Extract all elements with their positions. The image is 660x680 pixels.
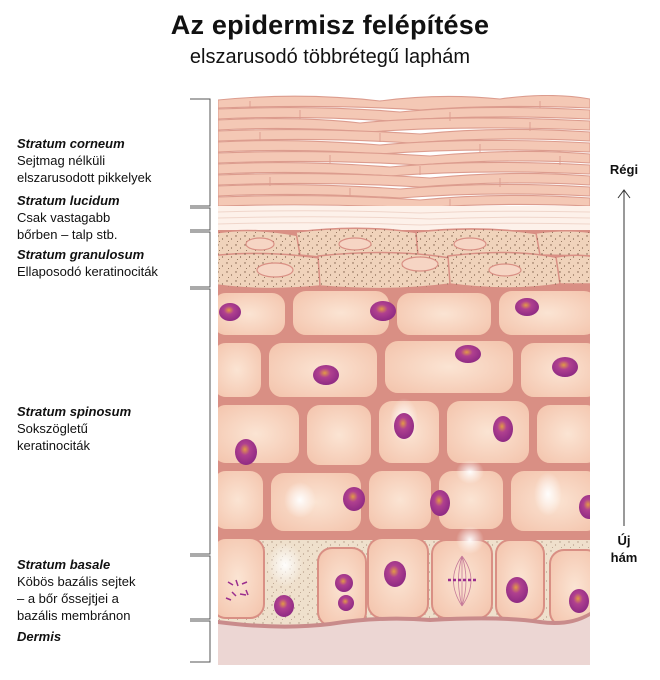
arrow-label-new-line2: hám — [610, 550, 638, 565]
label-stratum-spinosum: Stratum spinosum Sokszögletű keratinocit… — [17, 404, 132, 453]
label-dermis: Dermis — [17, 629, 62, 644]
arrow-label-new-line1: Új — [617, 533, 631, 548]
page-title: Az epidermisz felépítése — [170, 10, 490, 40]
label-stratum-lucidum: Stratum lucidum Csak vastagabb bőrben – … — [17, 193, 120, 242]
page-subtitle: elszarusodó többrétegű laphám — [189, 46, 471, 68]
arrow-label-new: Új hám — [604, 532, 644, 566]
stratum-lucidum-layer — [218, 206, 590, 232]
stratum-granulosum-layer — [218, 227, 590, 290]
nuclei — [219, 298, 590, 617]
stratum-corneum-layer — [218, 95, 590, 209]
stratum-spinosum-layer — [218, 289, 590, 533]
arrow-label-old: Régi — [609, 162, 639, 177]
label-stratum-basale: Stratum basale Köbös bazális sejtek – a … — [17, 557, 136, 623]
mitotic-spindle — [448, 555, 476, 607]
label-stratum-granulosum: Stratum granulosum Ellaposodó keratinoci… — [17, 247, 158, 279]
dermis-layer — [218, 640, 590, 665]
label-stratum-corneum: Stratum corneum Sejtmag nélküli elszarus… — [17, 136, 152, 185]
mitosis-chromosomes — [225, 579, 249, 601]
stratum-basale-layer — [218, 537, 590, 627]
age-arrow — [617, 189, 631, 526]
layer-brackets — [190, 98, 211, 663]
